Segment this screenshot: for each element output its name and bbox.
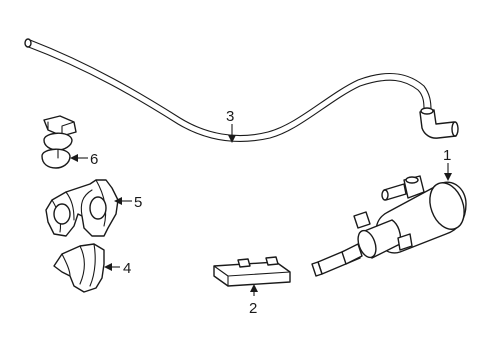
part-5-double-clip[interactable] [45,179,119,237]
part-6-hose-clip[interactable] [41,115,77,169]
callout-5-leader [114,197,132,205]
callout-5: 5 [134,194,142,211]
callout-3: 3 [226,108,234,125]
part-3-vacuum-hose[interactable] [24,38,459,143]
callout-1: 1 [443,147,451,164]
callout-2-leader [250,284,258,296]
callout-4-leader [104,263,120,271]
part-2-bracket[interactable] [213,256,291,287]
part-1-vacuum-actuator[interactable] [311,175,470,277]
part-4-u-clip[interactable] [53,243,105,293]
callout-2: 2 [249,300,257,317]
callout-6: 6 [90,151,98,168]
callout-1-leader [444,163,452,181]
callout-4: 4 [123,260,131,277]
callout-3-leader [228,124,236,143]
callout-6-leader [70,154,88,162]
